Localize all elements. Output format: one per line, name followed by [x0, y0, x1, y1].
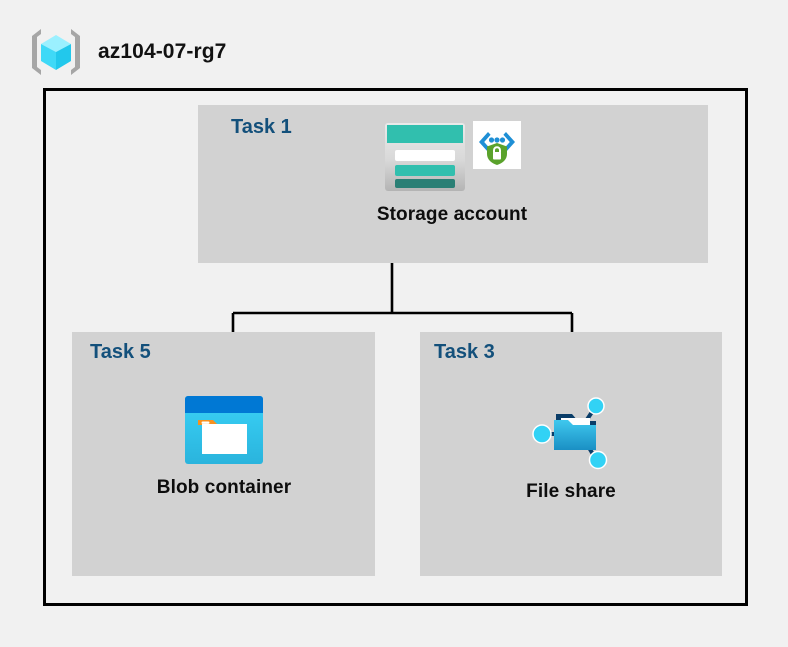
resource-group-header: az104-07-rg7: [28, 26, 226, 78]
task-5-label: Task 5: [90, 341, 151, 363]
panel-task-1: Task 1: [198, 105, 708, 263]
panel-task-5: Task 5: [72, 332, 375, 576]
blob-container-icon: [183, 394, 265, 471]
panel-task-3: Task 3: [420, 332, 722, 576]
node-file-share[interactable]: File share: [493, 390, 649, 503]
task-1-label: Task 1: [231, 116, 292, 138]
resource-group-title: az104-07-rg7: [98, 40, 227, 63]
storage-account-caption: Storage account: [376, 204, 528, 225]
storage-account-icon: [383, 121, 467, 198]
node-blob-container[interactable]: Blob container: [141, 394, 307, 499]
file-share-icon: [528, 390, 614, 475]
secure-endpoint-shield-icon: [473, 121, 521, 174]
resource-group-cube-icon: [28, 26, 84, 78]
node-storage-account[interactable]: Storage account: [352, 121, 552, 226]
file-share-caption: File share: [526, 481, 616, 502]
task-3-label: Task 3: [434, 341, 495, 363]
blob-container-caption: Blob container: [156, 477, 292, 498]
resource-group-frame: [43, 88, 748, 606]
